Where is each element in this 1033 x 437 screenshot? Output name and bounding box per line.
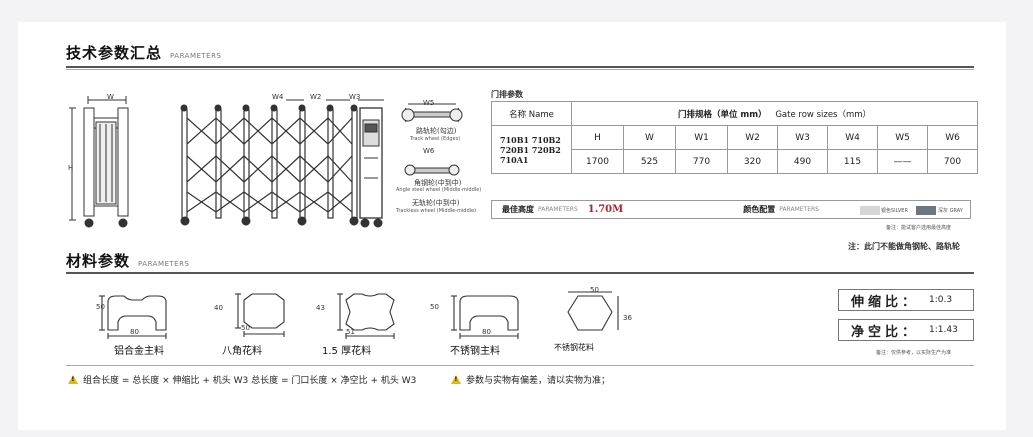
value-cell: —— [877,149,928,174]
formula-line: 组合长度 = 总长度 × 伸缩比 + 机头 W3 总长度 = 门口长度 × 净空… [68,373,416,386]
ratio-label: 伸缩比： [851,294,920,310]
disclaimer-text: 参数与实物有偏差，请以实物为准； [466,376,611,386]
model-name: 710A1 [500,154,529,165]
profile-dim-h: 50 [430,303,439,311]
disclaimer-line: 参数与实物有偏差，请以实物为准； [451,373,610,386]
value-cell: 1700 [571,149,624,174]
track-wheel-label-en: Track wheel (Edges) [410,136,461,142]
parameter-table: 名称 Name 门排规格（单位 mm） Gate row sizes（mm） 7… [491,101,978,174]
wheel-diagrams [401,103,463,176]
profile-name: 八角花料 [222,346,262,357]
profile-name: 不锈钢主料 [450,346,500,357]
swatch-gray [916,206,936,215]
best-height-label-en: PARAMETERS [538,206,578,213]
profile-name: 1.5 厚花料 [322,346,372,357]
spec-header: 门排规格（单位 mm） Gate row sizes（mm） [571,101,978,126]
section-rule [66,272,974,274]
section-heading-materials: 材料参数 PARAMETERS [66,250,189,271]
ratio-value: 1:0.3 [929,295,953,305]
dim-w6: W6 [423,147,435,155]
swatch-gray-label: 深灰 GRAY [938,208,963,214]
col-header: W2 [727,125,778,150]
dim-h: H [68,164,74,172]
formula-text: 组合长度 = 总长度 × 伸缩比 + 机头 W3 总长度 = 门口长度 × 净空… [83,376,417,386]
track-wheel-label: 路轨轮(勾边) [416,127,457,135]
col-header: W1 [675,125,728,150]
value-cell: 490 [777,149,828,174]
profile-dim-w: 80 [130,328,139,336]
custom-note: 备注：能试客户选用最佳高度 [886,225,952,231]
value-cell: 700 [927,149,978,174]
profile-dim-h: 50 [96,303,105,311]
col-header: W5 [877,125,928,150]
best-height-label: 最佳高度 [502,205,534,214]
section-rule [66,66,974,68]
model-list: 710B1 710B2 720B1 720B2 710A1 [491,125,572,174]
color-config-label: 颜色配置 [743,205,776,214]
stretch-ratio-box: 伸缩比： 1:0.3 [838,289,974,311]
table-caption: 门排参数 [491,90,523,99]
clearance-ratio-box: 净空比： 1:1.43 [838,319,974,341]
spec-header-en: Gate row sizes（mm） [775,109,872,120]
profile-dim-h: 43 [316,304,325,312]
name-header: 名称 Name [491,101,572,126]
wheel-note: 注：此门不能做角钢轮、路轨轮 [848,242,960,251]
value-cell: 115 [827,149,878,174]
model-name: 710B1 710B2 [500,134,561,145]
warning-icon [68,375,78,384]
best-height-value: 1.70M [587,204,624,215]
warning-icon [451,375,461,384]
ratio-label: 净空比： [851,324,920,340]
ratio-value: 1:1.43 [929,325,958,335]
swatch-silver-label: 银色SILVER [881,208,908,214]
angle-wheel-label-en: Angle steel wheel (Middle-middle) [396,187,482,193]
profile-dim-w: 50 [590,286,599,294]
spec-sheet: 技术参数汇总 PARAMETERS [18,22,1006,430]
section-heading-parameters: 技术参数汇总 PARAMETERS [66,42,221,63]
profile-dim-w: 80 [482,328,491,336]
trackless-wheel-label: 无轨轮(中到中) [412,199,460,207]
trackless-wheel-label-en: Trackless wheel (Middle-middle) [396,208,477,214]
angle-wheel-label: 角钢轮(中到中) [414,179,462,187]
value-cell: 770 [675,149,728,174]
col-header: W4 [827,125,878,150]
profile-dim-h: 40 [214,304,223,312]
height-color-bar: 最佳高度 PARAMETERS 1.70M 颜色配置 PARAMETERS 银色… [491,200,971,219]
section-title: 技术参数汇总 [66,44,163,62]
col-header: W [623,125,676,150]
dim-w3: W3 [349,93,361,101]
bottom-rule [66,365,974,366]
col-header: W6 [927,125,978,150]
model-name: 720B1 720B2 [500,144,561,155]
profile-name: 不锈钢花料 [554,343,594,352]
profile-name: 铝合金主料 [114,346,164,357]
swatch-silver [860,206,880,215]
dim-w: W [107,93,114,101]
section-title: 材料参数 [66,252,131,270]
value-cell: 525 [623,149,676,174]
col-header: H [571,125,624,150]
section-rule-thin [66,69,974,70]
section-subtitle: PARAMETERS [170,52,222,60]
value-cell: 320 [727,149,778,174]
profile-dim-h: 36 [623,314,632,322]
color-config-label-en: PARAMETERS [779,206,819,213]
dim-w4: W4 [272,93,284,101]
dim-w2: W2 [310,93,322,101]
spec-header-cn: 门排规格（单位 mm） [677,109,767,120]
ratio-note: 备注：仅供参考，以实际生产为准 [876,350,952,356]
section-subtitle: PARAMETERS [138,260,190,268]
profile-drawings [99,291,619,339]
col-header: W3 [777,125,828,150]
gate-drawing [69,96,384,228]
profile-dim-w: 51 [346,328,355,336]
dim-w5: W5 [423,99,435,107]
profile-dim-w: 50 [241,324,250,332]
